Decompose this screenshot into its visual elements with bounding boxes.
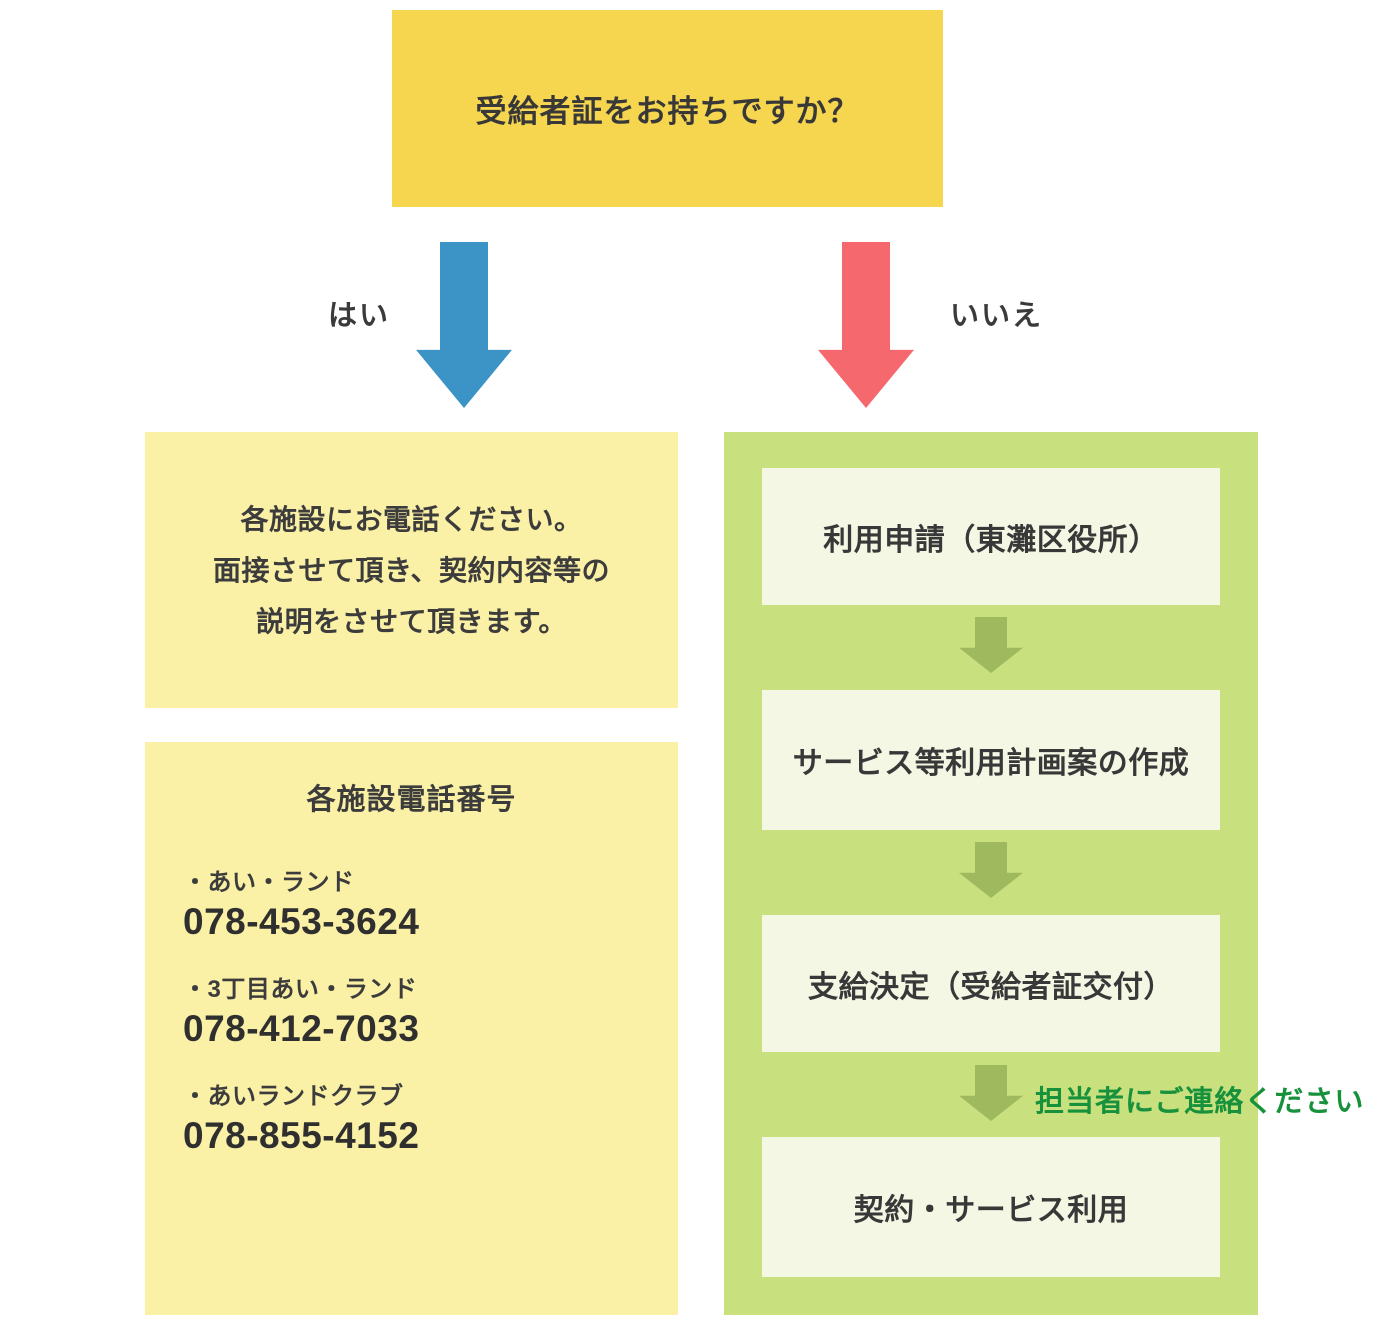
flow-step-contract: 契約・サービス利用 bbox=[762, 1137, 1220, 1277]
contact-note: 担当者にご連絡ください bbox=[1035, 1086, 1365, 1118]
question-box: 受給者証をお持ちですか？ bbox=[392, 10, 943, 207]
flow-step-label: 契約・サービス利用 bbox=[853, 1194, 1129, 1227]
facility-phone: 078-855-4152 bbox=[183, 1115, 420, 1156]
flow-step-label: 利用申請（東灘区役所） bbox=[823, 523, 1159, 557]
down-arrow-icon bbox=[959, 1065, 1023, 1121]
call-info-box: 各施設にお電話ください。 面接させて頂き、契約内容等の 説明をさせて頂きます。 bbox=[145, 432, 678, 708]
down-arrow-icon bbox=[959, 842, 1023, 898]
yes-down-arrow-icon bbox=[416, 242, 512, 408]
phone-entry: ・3丁目あい・ランド 078-412-7033 bbox=[145, 973, 678, 1051]
question-text: 受給者証をお持ちですか？ bbox=[475, 94, 860, 129]
flow-step-application: 利用申請（東灘区役所） bbox=[762, 468, 1220, 605]
facility-phone: 078-453-3624 bbox=[183, 901, 420, 942]
down-arrow-icon bbox=[959, 617, 1023, 673]
flow-step-label: 支給決定（受給者証交付） bbox=[808, 970, 1174, 1004]
application-flow-panel: 利用申請（東灘区役所） サービス等利用計画案の作成 支給決定（受給者証交付） 契… bbox=[724, 432, 1258, 1315]
call-info-line: 各施設にお電話ください。 bbox=[240, 503, 583, 535]
flow-step-grant-decision: 支給決定（受給者証交付） bbox=[762, 915, 1220, 1052]
no-label: いいえ bbox=[950, 300, 1044, 332]
facility-name: ・あいランドクラブ bbox=[183, 1083, 404, 1110]
phone-box-title: 各施設電話番号 bbox=[306, 784, 517, 816]
facility-name: ・あい・ランド bbox=[183, 869, 355, 896]
flow-step-label: サービス等利用計画案の作成 bbox=[792, 747, 1190, 780]
facility-name: ・3丁目あい・ランド bbox=[183, 976, 418, 1003]
no-down-arrow-icon bbox=[818, 242, 914, 408]
call-info-line: 面接させて頂き、契約内容等の bbox=[212, 554, 611, 586]
yes-label: はい bbox=[328, 300, 391, 332]
flow-step-plan: サービス等利用計画案の作成 bbox=[762, 690, 1220, 830]
call-info-line: 説明をさせて頂きます。 bbox=[256, 605, 567, 637]
facility-phone: 078-412-7033 bbox=[183, 1008, 420, 1049]
phone-numbers-box: 各施設電話番号 ・あい・ランド 078-453-3624 ・3丁目あい・ランド … bbox=[145, 742, 678, 1315]
phone-entry: ・あい・ランド 078-453-3624 bbox=[145, 866, 678, 944]
phone-entry: ・あいランドクラブ 078-855-4152 bbox=[145, 1080, 678, 1158]
